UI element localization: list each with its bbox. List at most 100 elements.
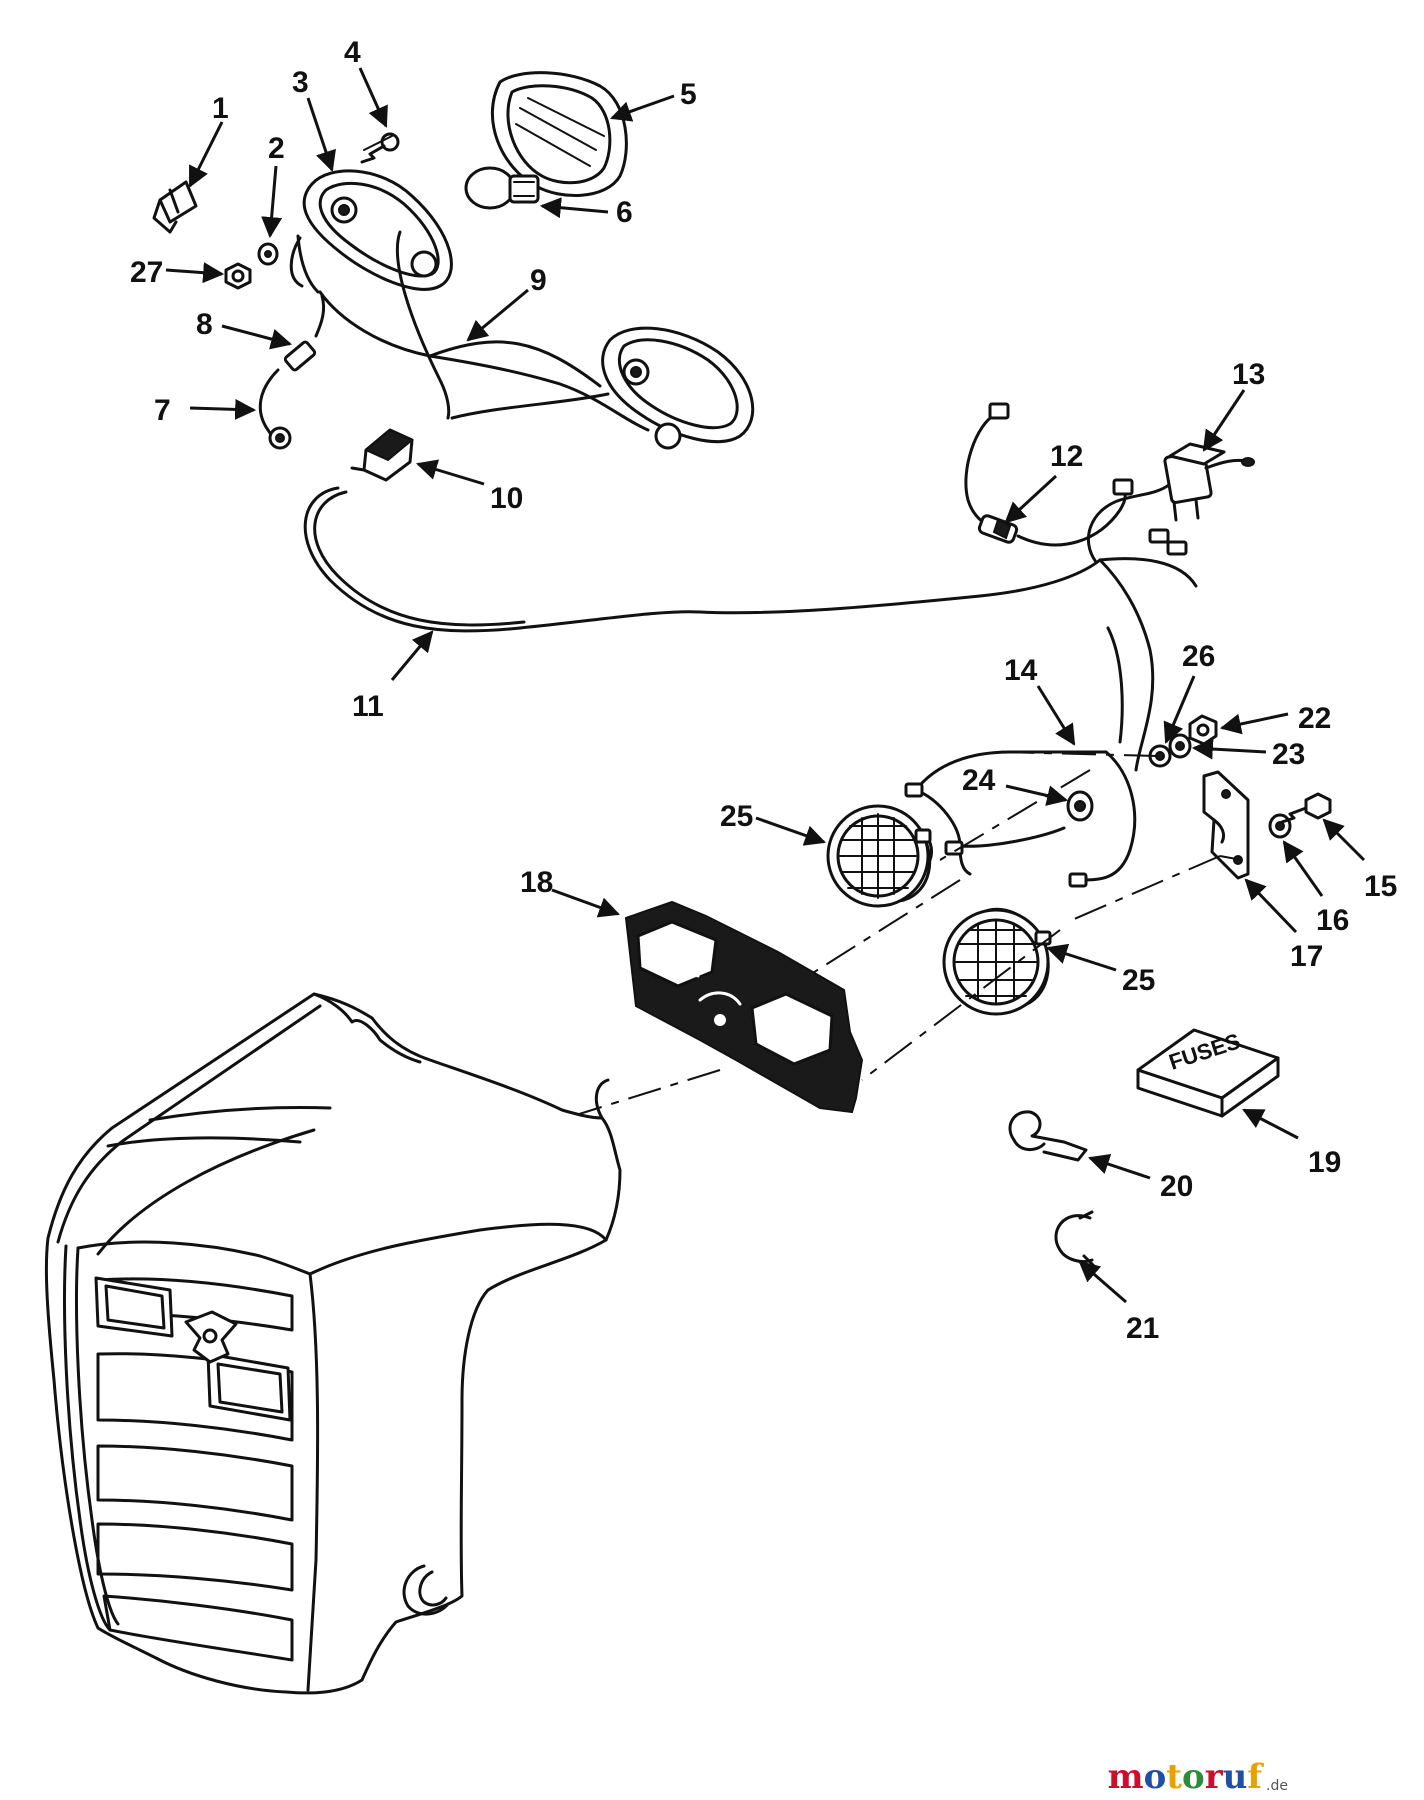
callout-group-14: 14 (1004, 654, 1076, 746)
callout-9: 9 (530, 264, 547, 297)
harness-to-switch-2 (1098, 557, 1198, 588)
callout-group-27: 27 (130, 256, 225, 289)
callout-1: 1 (212, 92, 229, 125)
callout-group-26: 26 (1163, 640, 1215, 744)
bolt-15 (1280, 792, 1332, 824)
clip-20 (1008, 1110, 1088, 1162)
watermark-logo: motoruf .de (1108, 1757, 1288, 1797)
clamp-21 (1054, 1210, 1096, 1268)
watermark-letter-t: t (1166, 1757, 1182, 1797)
wire-connector-out (450, 392, 610, 420)
callout-group-12: 12 (1004, 440, 1083, 524)
watermark-letter-m: m (1108, 1757, 1144, 1797)
harness-down (1098, 558, 1155, 772)
callout-25-right: 25 (1122, 964, 1155, 997)
callout-6: 6 (616, 196, 633, 229)
callout-group-10: 10 (415, 459, 523, 515)
align-line-4 (999, 751, 1161, 757)
tractor-hood (44, 992, 622, 1695)
callout-22: 22 (1298, 702, 1331, 735)
callout-15: 15 (1364, 870, 1397, 903)
wire-left-housing (289, 234, 320, 294)
callout-group-16: 16 (1282, 840, 1349, 937)
align-line-2 (861, 929, 1061, 1081)
callout-group-3: 3 (292, 66, 336, 172)
terminal-14b (944, 840, 964, 856)
callout-group-1: 1 (188, 92, 229, 188)
callout-group-17: 17 (1244, 878, 1323, 973)
clip-1 (152, 180, 198, 234)
align-line-3 (939, 769, 1091, 861)
callout-group-21: 21 (1078, 1260, 1159, 1345)
fuses-box-19: FUSES (1136, 1028, 1280, 1118)
callout-4: 4 (344, 36, 361, 69)
callout-8: 8 (196, 308, 213, 341)
callout-12: 12 (1050, 440, 1083, 473)
ground-terminal-7 (258, 368, 292, 450)
callout-group-7: 7 (154, 394, 257, 427)
nut-22 (1188, 714, 1218, 746)
light-mount-18 (624, 900, 864, 1114)
harness-to-switch (1086, 482, 1172, 564)
callout-group-6: 6 (539, 196, 633, 229)
washer-2 (257, 242, 279, 266)
wire-harness-9b (428, 340, 602, 388)
wire-left-housing-2 (395, 230, 451, 420)
watermark-suffix: .de (1266, 1778, 1288, 1794)
callout-27: 27 (130, 256, 163, 289)
callout-10: 10 (490, 482, 523, 515)
callout-group-18: 18 (520, 866, 620, 918)
callout-group-11: 11 (352, 630, 434, 723)
align-line-6 (559, 1069, 721, 1121)
work-light-25-right (942, 907, 1052, 1016)
watermark-letter-u: u (1223, 1757, 1248, 1797)
callout-16: 16 (1316, 904, 1349, 937)
washer-16 (1268, 813, 1292, 839)
callout-24: 24 (962, 764, 996, 797)
work-light-wires-14d (1078, 750, 1137, 882)
callout-21: 21 (1126, 1312, 1159, 1345)
callout-11: 11 (352, 690, 384, 723)
tail-light-housing-right (601, 326, 755, 450)
callout-group-25a: 25 (720, 800, 826, 846)
callout-group-19: 19 (1242, 1108, 1341, 1179)
callout-23: 23 (1272, 738, 1305, 771)
nut-27 (224, 262, 252, 290)
main-harness-11 (303, 486, 1102, 633)
work-light-wires-14 (914, 750, 1108, 792)
svg-text:motoruf: motoruf (1108, 1757, 1265, 1797)
callout-group-2: 2 (261, 132, 285, 239)
callout-14: 14 (1004, 654, 1038, 687)
callout-group-5: 5 (610, 78, 697, 122)
callout-group-13: 13 (1202, 358, 1265, 452)
connector-8 (283, 294, 326, 372)
tail-light-lens (490, 71, 628, 197)
callout-19: 19 (1308, 1146, 1341, 1179)
callout-group-8: 8 (196, 308, 293, 350)
toggle-switch-13 (1148, 442, 1255, 556)
callout-group-22: 22 (1219, 702, 1331, 735)
callout-3: 3 (292, 66, 309, 99)
work-light-25-left (826, 804, 934, 908)
callout-25-left: 25 (720, 800, 753, 833)
watermark-letter-o: o (1144, 1757, 1167, 1797)
washer-23 (1168, 733, 1192, 759)
callout-group-23: 23 (1191, 738, 1305, 771)
terminal-14a (904, 782, 924, 798)
callout-26: 26 (1182, 640, 1215, 673)
harness-down-2 (1106, 626, 1124, 744)
callout-20: 20 (1160, 1170, 1193, 1203)
callout-2: 2 (268, 132, 285, 165)
callout-group-24: 24 (962, 764, 1069, 806)
work-light-wires-14c (958, 826, 1066, 848)
tail-light-bulb (464, 166, 540, 210)
callout-group-4: 4 (344, 36, 388, 128)
watermark-letter-f: f (1247, 1757, 1264, 1797)
callout-group-9: 9 (466, 264, 547, 342)
wire-harness-9 (318, 290, 650, 432)
callout-5: 5 (680, 78, 697, 111)
callout-7: 7 (154, 394, 171, 427)
connector-10 (350, 428, 414, 482)
terminal-14c (1068, 872, 1088, 888)
